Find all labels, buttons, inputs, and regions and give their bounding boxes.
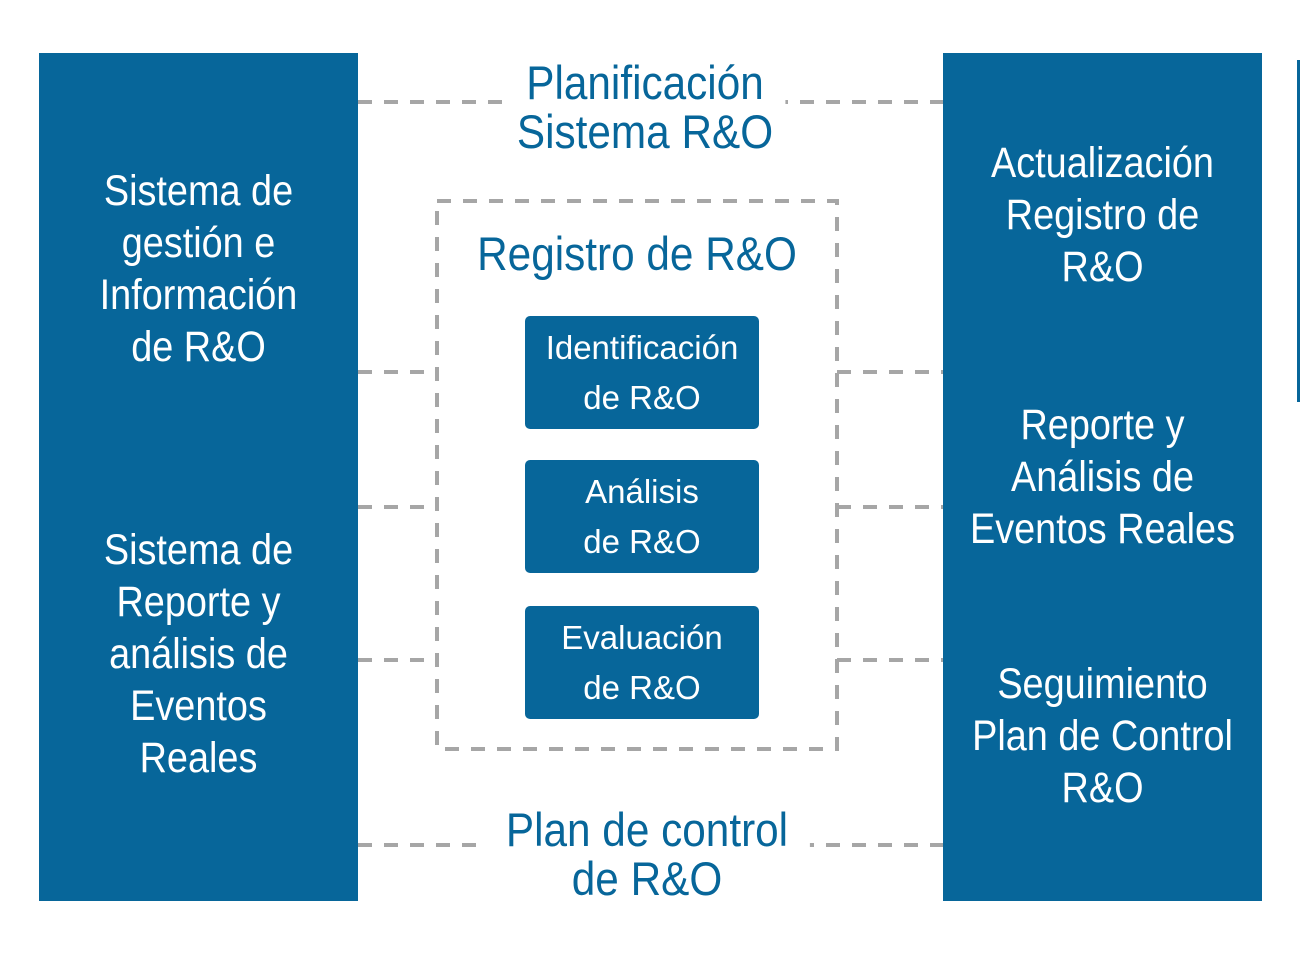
edge-divider [1297, 60, 1300, 402]
registry-title: Registro de R&O [477, 227, 797, 280]
registry-frame [435, 199, 839, 751]
step-identification: Identificación de R&O [525, 316, 759, 429]
left-panel-item-reporting-system: Sistema de Reporte y análisis de Eventos… [103, 526, 294, 782]
top-title-planning: Planificación Sistema R&O [504, 58, 786, 156]
right-panel: Actualización Registro de R&O Reporte y … [943, 53, 1262, 901]
bottom-title-control-plan: Plan de control de R&O [484, 805, 810, 903]
step-evaluation: Evaluación de R&O [525, 606, 759, 719]
left-panel: Sistema de gestión e Información de R&O … [39, 53, 358, 901]
right-panel-item-registry-update: Actualización Registro de R&O [991, 139, 1214, 291]
step-analysis: Análisis de R&O [525, 460, 759, 573]
left-panel-item-management-system: Sistema de gestión e Información de R&O [99, 167, 298, 371]
right-panel-item-event-analysis: Reporte y Análisis de Eventos Reales [969, 401, 1236, 553]
right-panel-item-control-plan-tracking: Seguimiento Plan de Control R&O [972, 660, 1233, 812]
